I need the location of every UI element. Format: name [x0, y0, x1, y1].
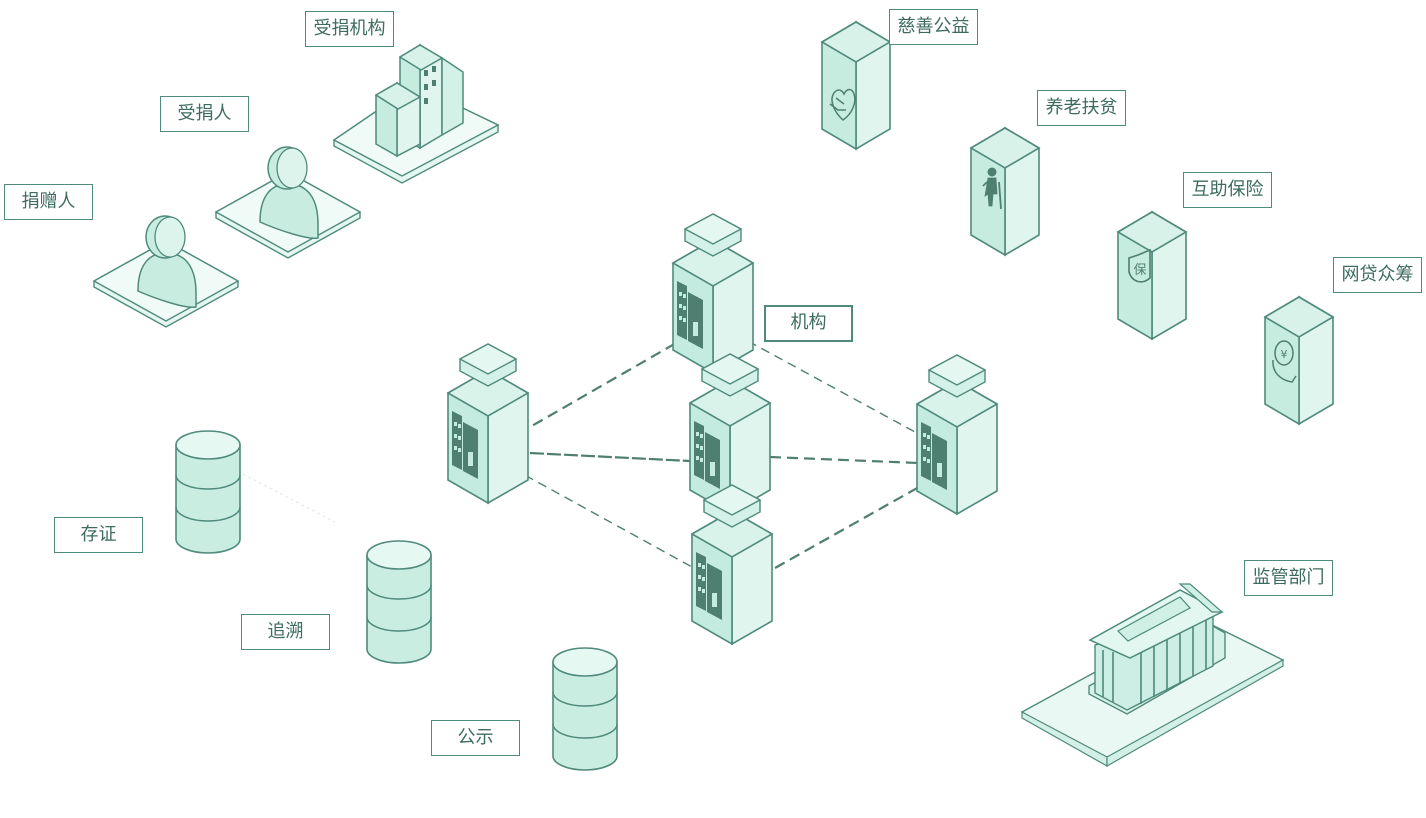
institution-building-left	[447, 343, 529, 504]
institution-building-right	[916, 354, 998, 515]
recipient-person-icon	[215, 146, 361, 259]
shield-insurance-icon: 保	[1128, 248, 1151, 283]
heart-hand-icon	[829, 88, 856, 121]
donor-person-icon	[93, 215, 239, 328]
p2p-crowdfunding-label: 网贷众筹	[1333, 257, 1422, 293]
charity-card	[821, 21, 891, 150]
regulator-label: 监管部门	[1244, 560, 1333, 596]
recipient-org-icon	[332, 43, 500, 184]
donor-label: 捐赠人	[4, 184, 93, 220]
network-links	[242, 333, 936, 569]
svg-text:保: 保	[1133, 263, 1146, 278]
mutual-insurance-label: 互助保险	[1183, 172, 1272, 208]
institution-building-top	[672, 213, 754, 374]
evidence-database-icon	[175, 430, 241, 554]
publicity-label: 公示	[431, 720, 520, 756]
recipient-org-label: 受捐机构	[305, 11, 394, 47]
yuan-coin-hand-icon: ¥	[1272, 340, 1297, 383]
charity-label: 慈善公益	[889, 9, 978, 45]
elderly-person-icon	[982, 167, 1002, 210]
svg-text:¥: ¥	[1281, 348, 1288, 361]
institution-building-bottom	[691, 484, 773, 645]
publicity-database-icon	[552, 647, 618, 771]
recipient-label: 受捐人	[160, 96, 249, 132]
regulator-building-icon	[1020, 583, 1285, 768]
p2p-crowdfunding-card: ¥	[1264, 296, 1334, 425]
traceability-label: 追溯	[241, 614, 330, 650]
institution-label: 机构	[764, 305, 853, 342]
evidence-label: 存证	[54, 517, 143, 553]
traceability-database-icon	[366, 540, 432, 664]
mutual-insurance-card: 保	[1117, 211, 1187, 340]
elderly-poverty-label: 养老扶贫	[1037, 90, 1126, 126]
elderly-poverty-card	[970, 127, 1040, 256]
